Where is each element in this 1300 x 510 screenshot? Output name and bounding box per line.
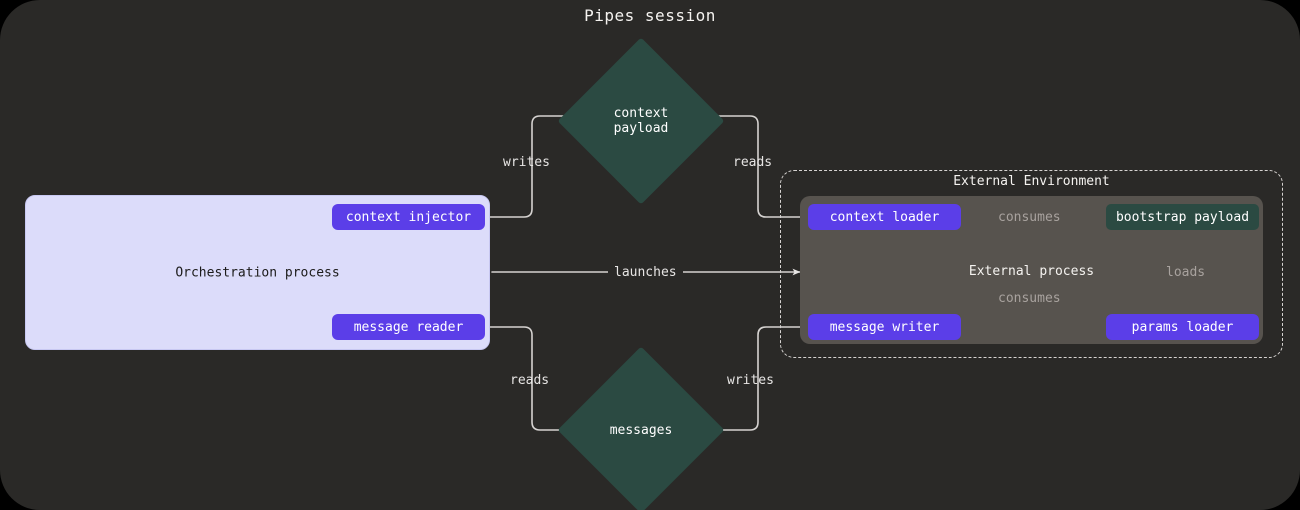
edge-label-writes-context: writes: [503, 155, 550, 170]
edge-label-consumes-top: consumes: [992, 210, 1067, 225]
node-params-loader[interactable]: params loader: [1106, 314, 1259, 340]
node-context-payload-label: context payload: [613, 106, 669, 136]
edge-reads-context: [703, 112, 806, 218]
node-messages-label: messages: [609, 422, 673, 438]
external-environment-boundary: [780, 170, 1283, 358]
edge-writes-context: [484, 112, 587, 218]
edge-writes-messages: [703, 326, 806, 434]
edge-label-reads-messages: reads: [510, 373, 550, 388]
edge-label-loads: loads: [1160, 265, 1212, 280]
node-message-writer[interactable]: message writer: [808, 314, 961, 340]
edge-reads-messages: [484, 326, 587, 434]
edge-label-launches: launches: [608, 265, 683, 280]
node-bootstrap-payload[interactable]: bootstrap payload: [1106, 204, 1259, 230]
edge-label-consumes-bottom: consumes: [992, 291, 1067, 306]
edge-label-reads-context: reads: [733, 155, 773, 170]
node-message-reader[interactable]: message reader: [332, 314, 485, 340]
page-title: Pipes session: [584, 6, 716, 25]
external-process-label: External process: [968, 264, 1095, 279]
node-context-payload[interactable]: context payload: [557, 37, 725, 205]
node-messages[interactable]: messages: [557, 346, 725, 510]
node-context-injector[interactable]: context injector: [332, 204, 485, 230]
edge-label-writes-messages: writes: [727, 373, 774, 388]
orchestration-process-label: Orchestration process: [175, 265, 340, 280]
node-context-loader[interactable]: context loader: [808, 204, 961, 230]
external-environment-label: External Environment: [953, 174, 1110, 189]
